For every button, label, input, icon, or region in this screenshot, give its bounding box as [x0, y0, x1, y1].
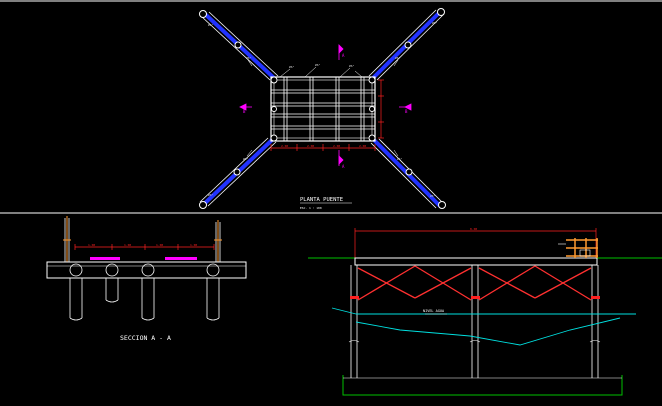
- elevation-dimension: [354, 228, 597, 258]
- section-aa-view: 1.00 1.00 1.00 1.00 SECCION A - A: [46, 216, 247, 342]
- plan-deck-outline: [270, 76, 376, 142]
- svg-text:Ø6": Ø6": [397, 156, 403, 161]
- svg-text:Ø6": Ø6": [289, 64, 295, 69]
- elevation-view: 8.00: [308, 227, 662, 396]
- pile-caps: [350, 296, 600, 299]
- foundation-line: [342, 375, 623, 396]
- plan-dimension-bottom: [270, 144, 376, 151]
- svg-text:Ø6": Ø6": [246, 55, 252, 60]
- svg-text:Ø6": Ø6": [349, 63, 355, 68]
- svg-text:2.00: 2.00: [333, 144, 340, 148]
- svg-text:B: B: [405, 109, 408, 114]
- water-level-label: NIVEL AGUA: [423, 309, 445, 313]
- svg-text:A: A: [342, 164, 345, 169]
- railing-orange: [63, 216, 222, 262]
- svg-text:Ø6": Ø6": [208, 192, 214, 197]
- svg-text:Ø6": Ø6": [243, 156, 249, 161]
- plan-title: PLANTA PUENTE: [300, 197, 343, 203]
- svg-text:Ø6": Ø6": [315, 62, 321, 67]
- svg-text:1.00: 1.00: [156, 243, 163, 247]
- plan-stringers: [271, 89, 375, 130]
- svg-text:Ø6": Ø6": [208, 22, 214, 27]
- elevation-bracing: [357, 265, 592, 301]
- brace-posts: [199, 8, 446, 209]
- section-title: SECCION A - A: [120, 334, 171, 342]
- water-level: [331, 307, 636, 346]
- svg-text:Ø6": Ø6": [430, 193, 436, 198]
- svg-text:1.00: 1.00: [124, 243, 131, 247]
- svg-text:Ø6": Ø6": [395, 55, 401, 60]
- svg-text:Ø6": Ø6": [432, 20, 438, 25]
- elevation-piles: [350, 265, 599, 378]
- svg-text:A: A: [342, 53, 345, 58]
- elevation-deck: [354, 257, 598, 266]
- svg-text:2.00: 2.00: [281, 144, 288, 148]
- svg-text:2.00: 2.00: [359, 144, 366, 148]
- svg-text:1.00: 1.00: [88, 243, 95, 247]
- section-dimension: [74, 244, 215, 250]
- svg-text:2.00: 2.00: [307, 144, 314, 148]
- plan-dimension-right: [378, 79, 384, 139]
- section-piles: [69, 263, 220, 321]
- svg-text:B: B: [243, 109, 246, 114]
- svg-text:1.00: 1.00: [190, 243, 197, 247]
- section-markers: [239, 44, 412, 166]
- svg-text:8.00: 8.00: [470, 227, 477, 231]
- plan-piles: [270, 76, 376, 142]
- plan-beams: [283, 77, 365, 141]
- elevation-railing: [566, 238, 598, 258]
- section-deck-beam: [46, 261, 247, 279]
- deck-planks: [90, 257, 197, 260]
- plan-view: Ø6" Ø6" Ø6" Ø6" Ø6" Ø6" Ø6" Ø6" Ø6" Ø6" Ø6" 2.…: [199, 8, 446, 210]
- plan-scale: ESC. 1 : 100: [300, 206, 322, 210]
